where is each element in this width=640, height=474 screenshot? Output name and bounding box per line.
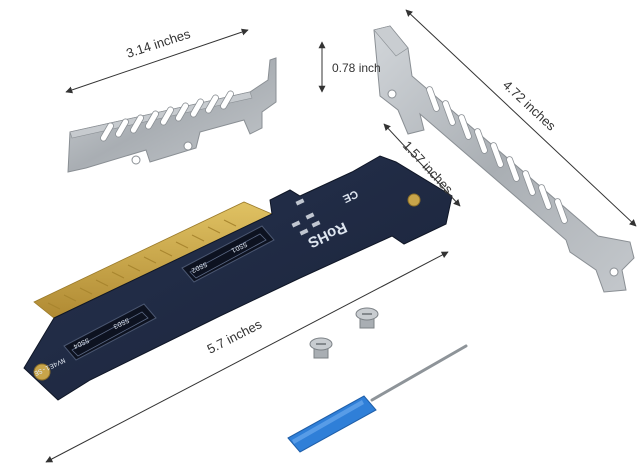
dimension-lines xyxy=(45,9,637,463)
ce-marking: CE xyxy=(341,187,360,204)
dimension-label-offset: 0.78 inch xyxy=(332,61,381,75)
low-profile-bracket xyxy=(67,57,277,173)
mounting-hole-right xyxy=(407,193,421,207)
screwdriver xyxy=(287,344,468,453)
adapter-card: RoHS CE SSD2 SSD1 SSD4 SSD3 NV4E1-SE xyxy=(23,155,453,401)
dimension-label-card-length: 5.7 inches xyxy=(205,316,265,356)
dimension-label-short-bracket: 3.14 inches xyxy=(124,26,192,61)
screw-right xyxy=(355,307,379,329)
screw-left xyxy=(309,337,333,359)
